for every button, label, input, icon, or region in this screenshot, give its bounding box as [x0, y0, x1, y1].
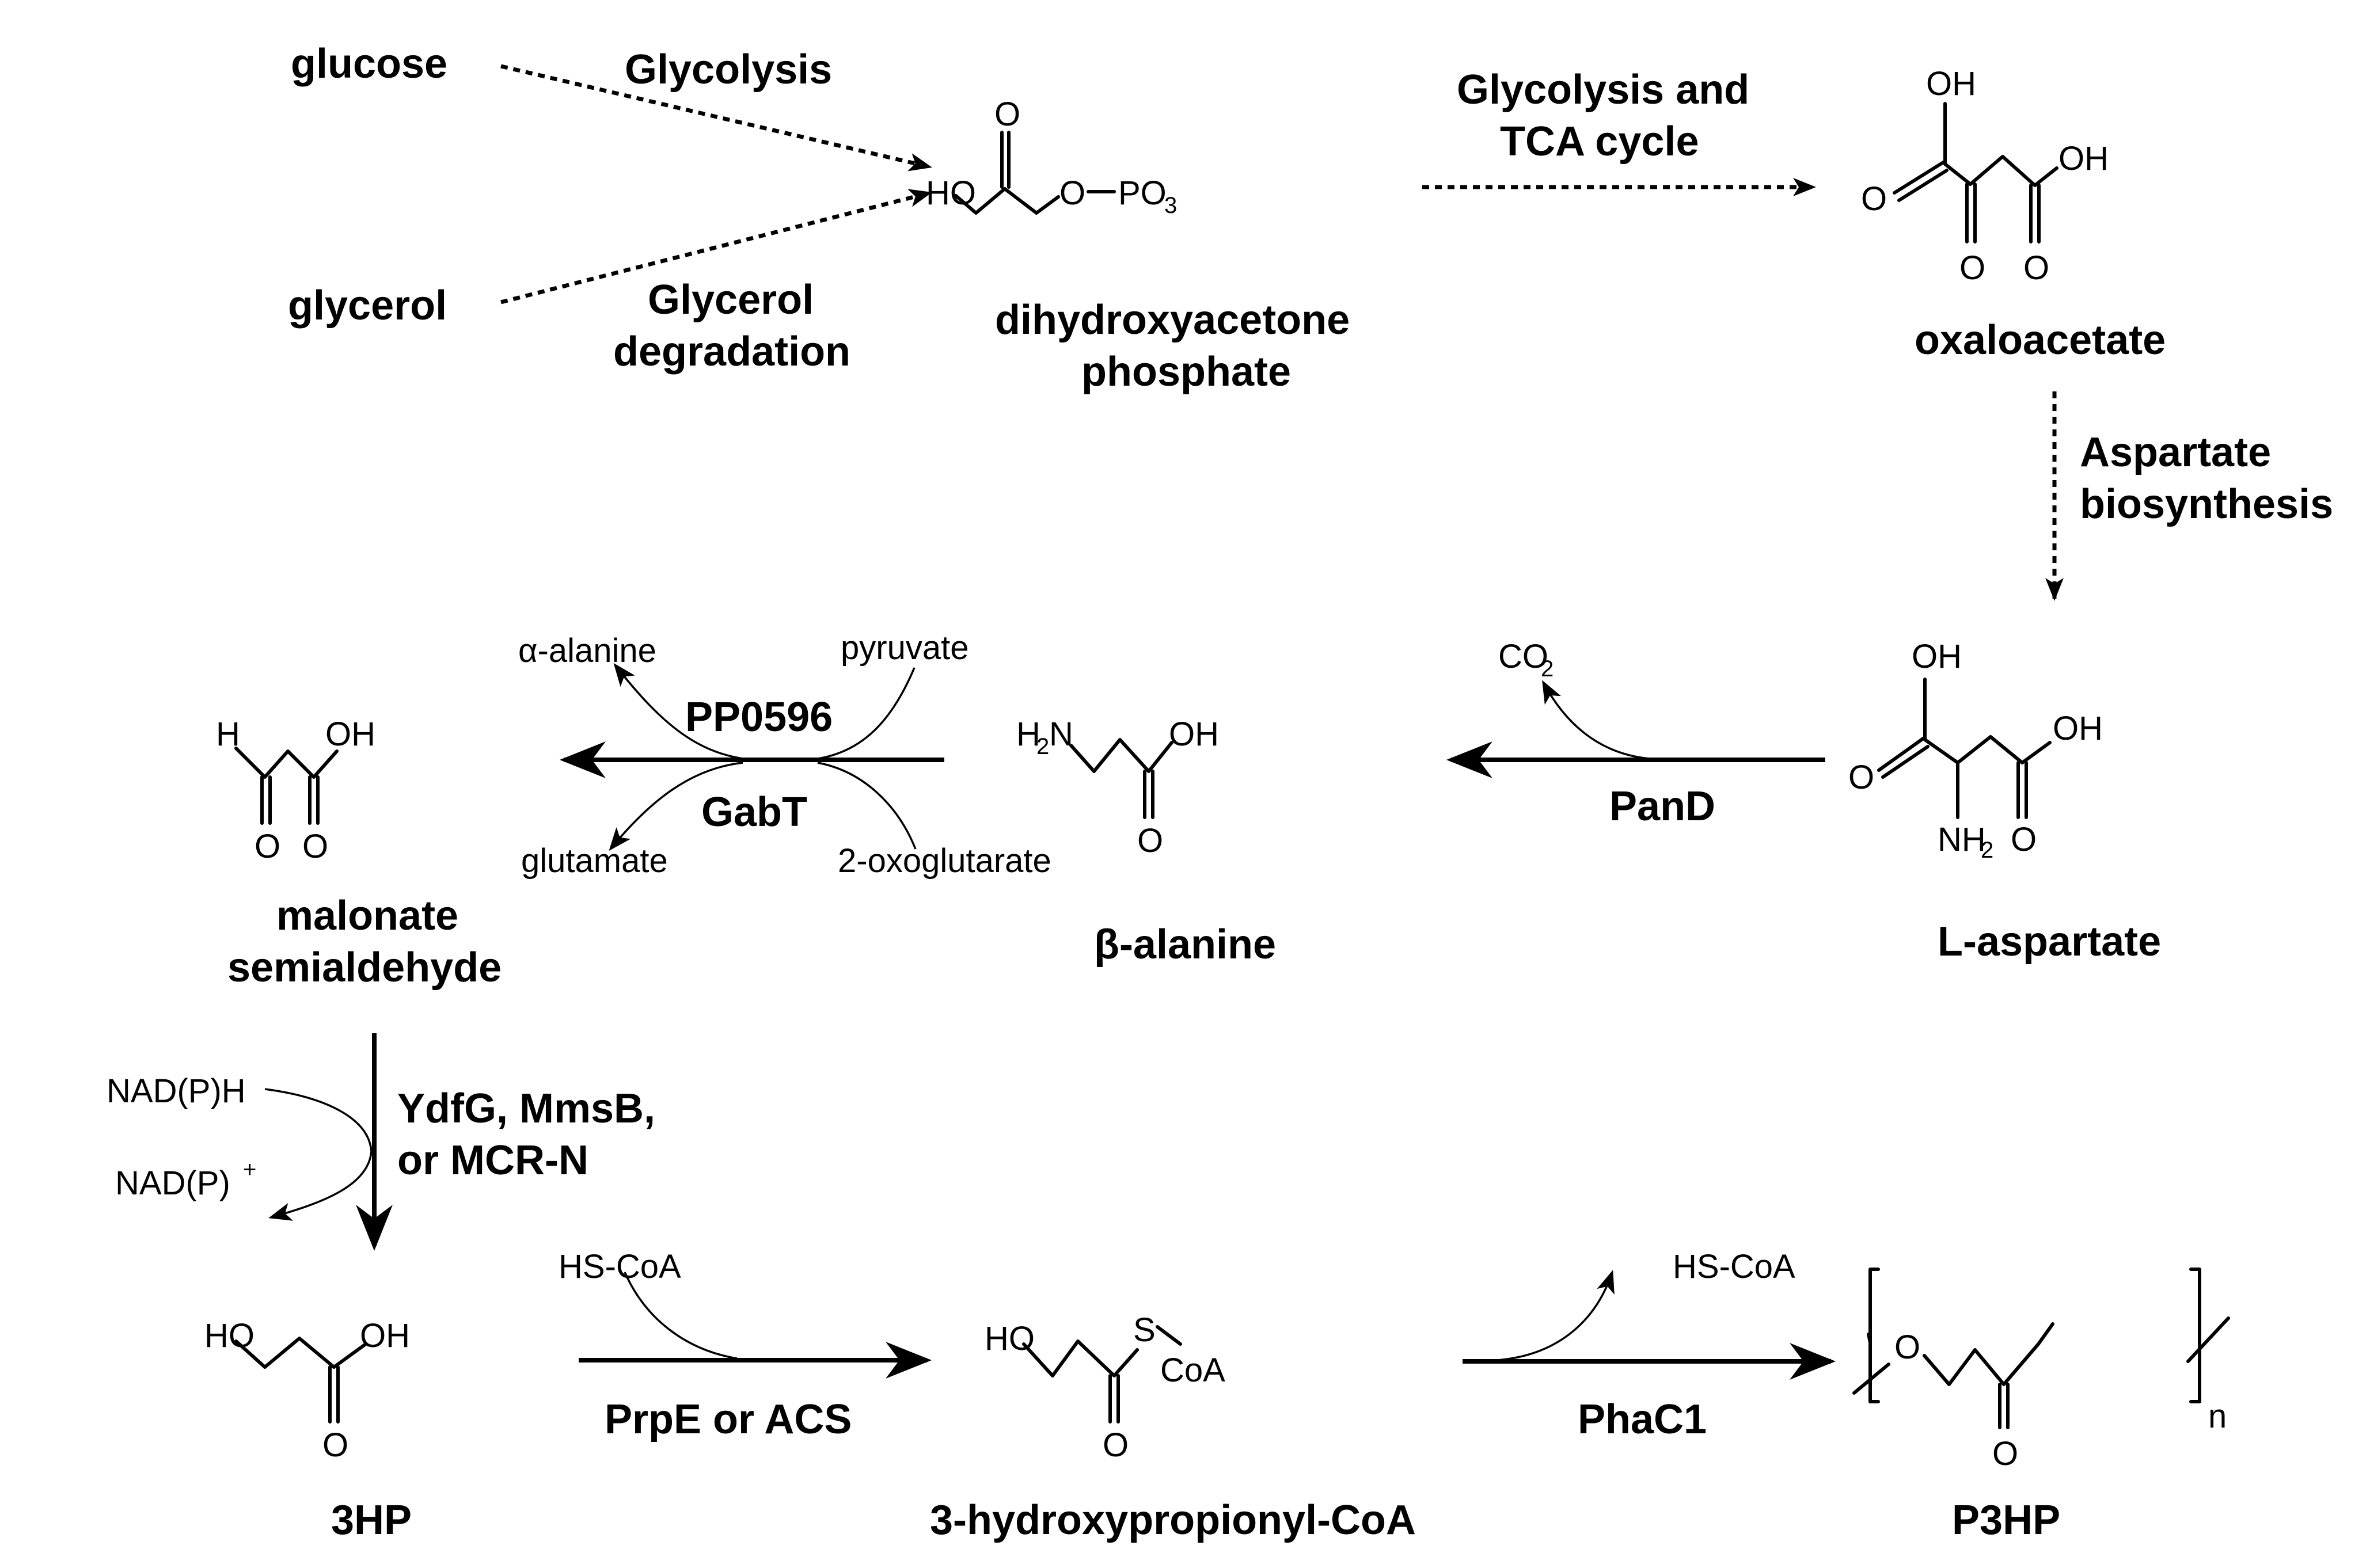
glycolysis-label: Glycolysis	[625, 47, 832, 93]
svg-text:O: O	[1848, 759, 1874, 796]
glycerol-degradation-label-1: Glycerol	[648, 277, 814, 323]
beta-alanine-structure: H 2 N O OH	[1016, 716, 1219, 859]
glucose-label: glucose	[291, 41, 447, 87]
gabt-label: GabT	[701, 789, 807, 835]
glycerol-degradation-label-2: degradation	[613, 329, 850, 375]
glycolysis-tca-label-2: TCA cycle	[1500, 119, 1699, 165]
dhap-structure: HO O O PO 3	[926, 96, 1177, 218]
svg-text:O: O	[994, 96, 1020, 133]
svg-text:O: O	[1103, 1426, 1129, 1464]
glutamate-out-curve	[609, 762, 743, 851]
svg-text:O: O	[302, 828, 328, 865]
pp0596-label: PP0596	[685, 694, 833, 740]
svg-text:H: H	[1016, 716, 1040, 753]
svg-text:OH: OH	[2053, 710, 2103, 747]
pyruvate-in-curve	[817, 667, 916, 760]
svg-text:3: 3	[1164, 193, 1177, 218]
svg-text:2: 2	[1036, 734, 1049, 759]
pyruvate-label: pyruvate	[841, 629, 968, 667]
svg-text:N: N	[1049, 716, 1073, 753]
malonate-semialdehyde-structure: H O O OH	[216, 716, 375, 865]
svg-text:OH: OH	[1926, 65, 1976, 102]
svg-text:S: S	[1133, 1311, 1156, 1349]
svg-text:PO: PO	[1118, 174, 1167, 212]
prpe-acs-label: PrpE or ACS	[605, 1396, 852, 1443]
3hp-name: 3HP	[331, 1497, 412, 1543]
svg-text:OH: OH	[2058, 140, 2109, 177]
svg-text:O: O	[1894, 1329, 1920, 1366]
alpha-alanine-out-curve	[613, 663, 743, 760]
reductase-label-1: YdfG, MmsB,	[397, 1086, 655, 1132]
p3hp-structure: O O n	[1852, 1268, 2230, 1472]
svg-text:O: O	[1137, 822, 1163, 859]
svg-text:O: O	[1959, 249, 1985, 287]
svg-text:CoA: CoA	[1160, 1352, 1225, 1389]
oxoglutarate-label: 2-oxoglutarate	[838, 842, 1051, 880]
glycerol-label: glycerol	[288, 283, 447, 329]
l-aspartate-structure: OH O OH NH 2 O	[1848, 638, 2103, 863]
nadp-label: NAD(P)	[115, 1164, 230, 1202]
hscoa-out-curve	[1497, 1270, 1615, 1361]
aspartate-biosynthesis-label-2: biosynthesis	[2080, 481, 2333, 527]
3hp-coa-structure: HO O S CoA	[985, 1311, 1225, 1464]
3hp-coa-name: 3-hydroxypropionyl-CoA	[930, 1497, 1416, 1543]
reductase-label-2: or MCR-N	[397, 1137, 588, 1183]
malonate-semialdehyde-name-2: semialdehyde	[227, 945, 502, 991]
svg-text:O: O	[1992, 1435, 2018, 1472]
svg-text:O: O	[1861, 180, 1887, 218]
beta-alanine-name: β-alanine	[1094, 922, 1276, 968]
svg-text:O: O	[255, 828, 280, 865]
co2-sub: 2	[1541, 656, 1554, 682]
svg-text:HO: HO	[985, 1320, 1035, 1357]
p3hp-name: P3HP	[1952, 1497, 2060, 1543]
svg-text:NH: NH	[1938, 821, 1986, 858]
svg-text:O: O	[2011, 821, 2037, 858]
svg-text:OH: OH	[1169, 716, 1219, 753]
svg-text:O: O	[2023, 249, 2049, 287]
dhap-name-2: phosphate	[1081, 349, 1291, 395]
oxaloacetate-structure: OH O OH O O	[1861, 65, 2109, 287]
oxoglutarate-in-curve	[817, 762, 917, 850]
glutamate-label: glutamate	[521, 842, 668, 880]
nadp-sup: +	[243, 1157, 256, 1182]
glycolysis-arrow	[500, 64, 932, 172]
hscoa-in-label: HS-CoA	[559, 1248, 681, 1285]
alpha-alanine-label: α-alanine	[518, 632, 656, 669]
svg-text:O: O	[1059, 174, 1085, 212]
glycolysis-tca-label-1: Glycolysis and	[1457, 67, 1749, 113]
nadph-label: NAD(P)H	[107, 1072, 246, 1110]
malonate-semialdehyde-name-1: malonate	[276, 893, 458, 939]
dhap-name-1: dihydroxyacetone	[995, 297, 1350, 343]
hscoa-out-label: HS-CoA	[1673, 1248, 1795, 1285]
co2-label: CO	[1498, 638, 1548, 675]
svg-text:OH: OH	[1912, 638, 1962, 675]
svg-text:2: 2	[1981, 838, 1993, 863]
aspartate-biosynthesis-label-1: Aspartate	[2080, 429, 2271, 475]
3hp-structure: HO O OH	[204, 1317, 410, 1464]
svg-text:O: O	[322, 1426, 348, 1464]
glycerol-degradation-arrow	[500, 189, 932, 305]
co2-release-curve	[1542, 680, 1650, 760]
svg-text:n: n	[2208, 1398, 2227, 1435]
pand-label: PanD	[1609, 783, 1715, 829]
phac1-label: PhaC1	[1578, 1396, 1707, 1443]
hscoa-in-curve	[624, 1272, 738, 1360]
nadph-curve	[264, 1088, 373, 1221]
l-aspartate-name: L-aspartate	[1938, 919, 2161, 965]
svg-text:OH: OH	[360, 1317, 410, 1354]
svg-text:OH: OH	[325, 716, 375, 753]
oxaloacetate-name: oxaloacetate	[1915, 317, 2166, 363]
